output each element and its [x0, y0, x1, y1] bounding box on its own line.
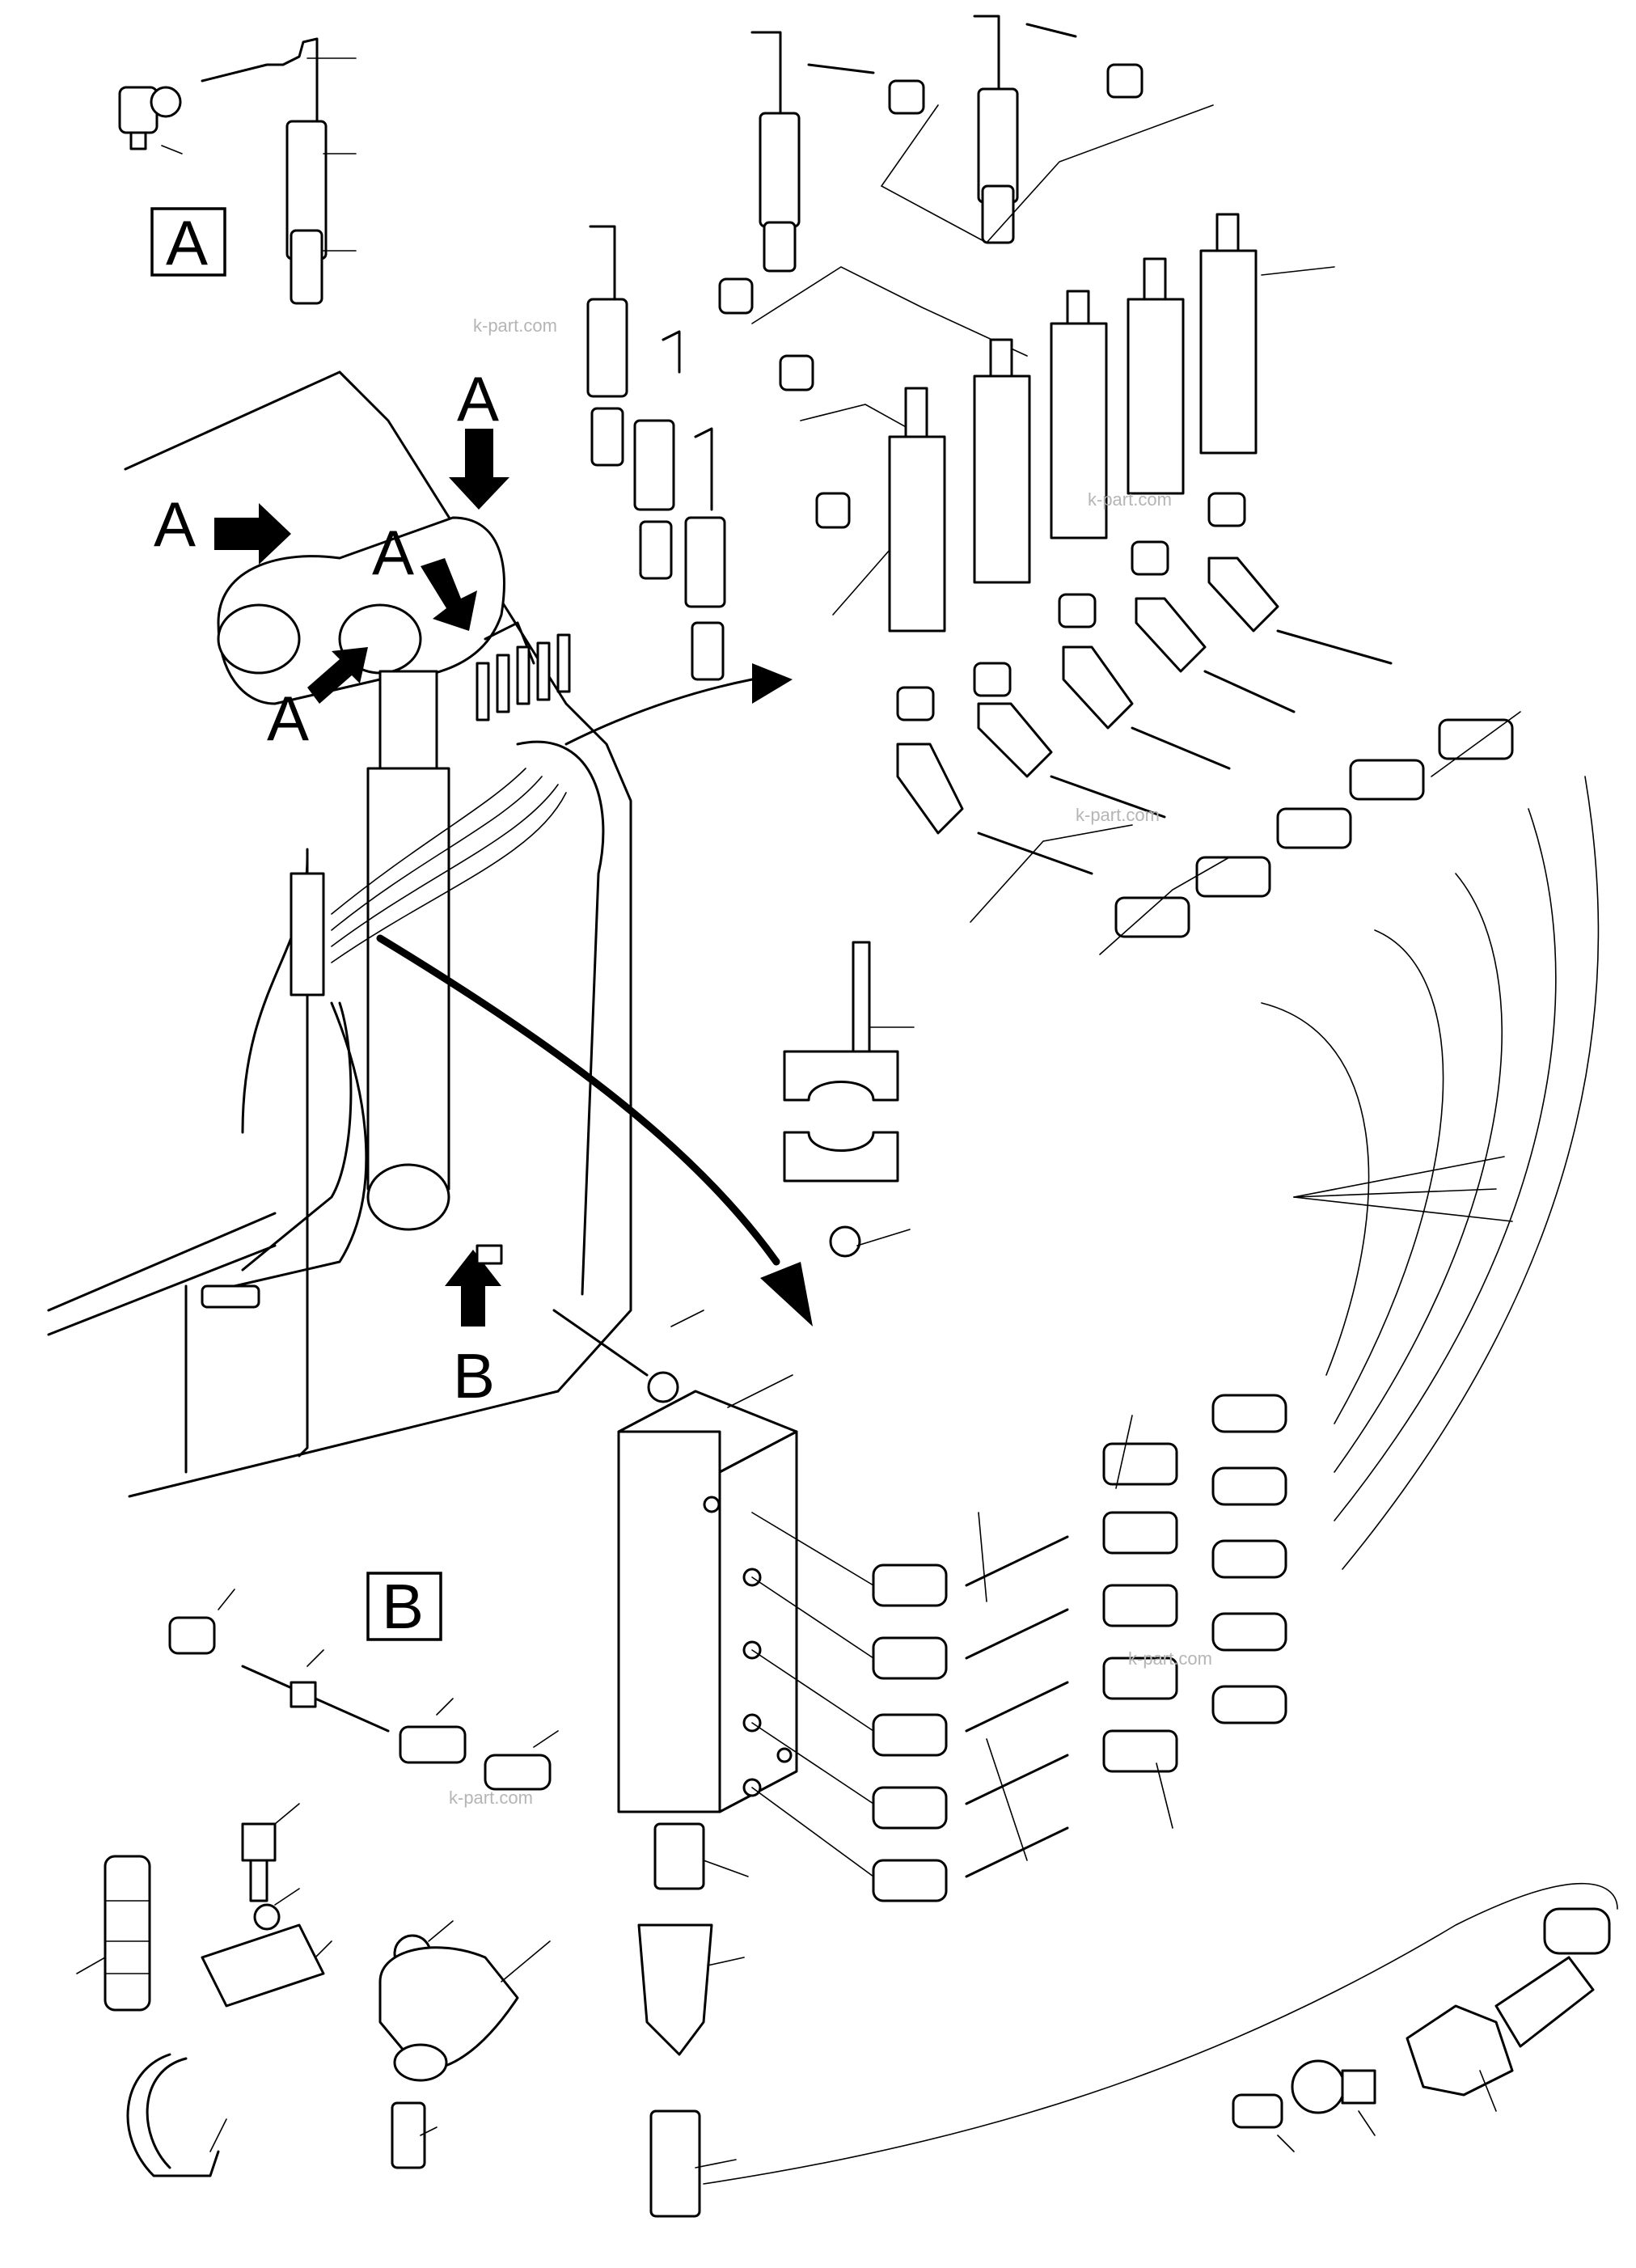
- flow-arrow-lower-head: [760, 1262, 813, 1327]
- watermark: k-part.com: [1128, 1648, 1212, 1669]
- flow-arrow-upper: [564, 678, 754, 746]
- boom-structure: [47, 370, 632, 1498]
- clamp-assembly: [783, 941, 915, 1258]
- watermark: k-part.com: [473, 315, 557, 336]
- watermark: k-part.com: [449, 1788, 533, 1808]
- callout-a-low: A: [267, 683, 309, 754]
- flow-arrow-lower: [376, 934, 780, 1266]
- distributor-outlets: [751, 1394, 1287, 1902]
- callout-a-left: A: [154, 489, 196, 560]
- upper-fittings-chain: [586, 15, 1214, 681]
- detail-b-parts: [76, 1589, 559, 2177]
- grease-cylinders: [832, 213, 1335, 633]
- hose-lines: [703, 776, 1618, 2185]
- watermark: k-part.com: [1076, 805, 1160, 825]
- detail-a-fittings: [118, 37, 357, 305]
- callout-a-mid: A: [372, 517, 414, 588]
- callout-b: B: [453, 1340, 495, 1411]
- bottom-right-hose-fittings: [1232, 1907, 1611, 2152]
- boom-grease-points: [201, 633, 571, 1309]
- callout-a-top: A: [457, 363, 499, 434]
- flow-arrow-upper-head: [752, 663, 793, 704]
- distributor-block: [552, 1309, 798, 2218]
- callout-arrows: [214, 429, 509, 1327]
- detail-b-label: B: [382, 1571, 424, 1642]
- elbow-fittings-right: [896, 492, 1521, 955]
- detail-a-label: A: [166, 207, 208, 278]
- watermark: k-part.com: [1088, 489, 1172, 510]
- detail-b-box: [366, 1572, 442, 1641]
- detail-a-box: [150, 207, 226, 277]
